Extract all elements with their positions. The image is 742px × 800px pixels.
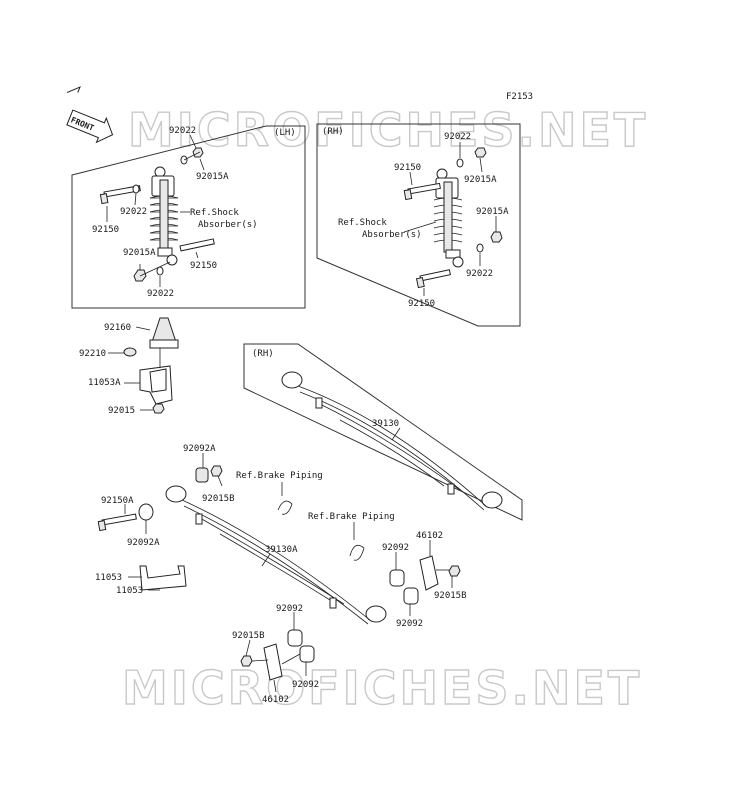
lh-spring-part-label: 92092 [382,543,409,553]
lh-leaf-spring-group: 92092A 92015B 92150A 92092A 39130A 11053… [95,444,467,705]
lh-part-label: 92015A [123,248,156,258]
rh-ref-label: Ref.Shock [338,218,387,228]
lh-shock-absorber [149,166,179,266]
lh-spring-part-label: 92092 [396,619,423,629]
lh-shock-box: (LH) [71,125,306,309]
lh-spring-part-label: 11053 [95,573,122,583]
rh-hardware [403,147,503,289]
rh-part-label: 92015A [476,207,509,217]
lh-spring-part-label: 92092A [183,444,216,454]
lh-part-label: 92022 [147,289,174,299]
brake-piping-ref-label: Ref.Brake Piping [236,471,323,481]
lh-spring-part-label: 92150A [101,496,134,506]
lh-spring-part-label: 46102 [416,531,443,541]
rh-part-label: 92022 [466,269,493,279]
lh-spring-part-label: 92015B [434,591,467,601]
front-arrow-icon: FRONT [66,86,114,144]
lh-spring-part-label: 11053 [116,586,143,596]
lh-spring-part-label: 39130A [265,545,298,555]
lh-spring-part-label: 92015B [202,494,235,504]
rh-shock-box: (RH) 92022 92150 92015A 92015A [316,123,521,327]
lh-spring-part-label: 92015B [232,631,265,641]
lh-ref-label: Absorber(s) [198,220,258,230]
rh-spring-part-label: 39130 [372,419,399,429]
bumper-part-label: 11053A [88,378,121,388]
lh-spring-part-label: 46102 [262,695,289,705]
lh-ref-label: Ref.Shock [190,208,239,218]
rh-leaf-spring [281,371,503,511]
rh-side-label: (RH) [322,127,344,137]
brake-piping-ref-label: Ref.Brake Piping [308,512,395,522]
figure-code: F2153 [506,92,533,102]
lh-spring-part-label: 92092 [276,604,303,614]
watermark-bottom: MICROFICHES.NET [122,661,642,715]
lh-leaf-spring [165,485,387,625]
lh-spring-part-label: 92092A [127,538,160,548]
rh-ref-label: Absorber(s) [362,230,422,240]
rh-part-label: 92015A [464,175,497,185]
bump-stop-group: 92160 92210 11053A 92015 [79,317,179,416]
rh-part-label: 92150 [408,299,435,309]
lh-part-label: 92022 [169,126,196,136]
bumper-part-label: 92160 [104,323,131,333]
lh-spring-part-label: 92092 [292,680,319,690]
rh-part-label: 92022 [444,132,471,142]
lh-hardware [99,147,215,282]
bumper-part-label: 92015 [108,406,135,416]
rh-spring-side-label: (RH) [252,349,274,359]
lh-part-label: 92150 [190,261,217,271]
rh-leaf-spring-group: (RH) 39130 [243,343,523,521]
lh-part-label: 92015A [196,172,229,182]
rh-part-label: 92150 [394,163,421,173]
lh-part-label: 92022 [120,207,147,217]
rh-shock-absorber [433,168,464,268]
lh-part-label: 92150 [92,225,119,235]
watermark-top: MICROFICHES.NET [128,103,648,157]
lh-side-label: (LH) [274,128,296,138]
bumper-part-label: 92210 [79,349,106,359]
